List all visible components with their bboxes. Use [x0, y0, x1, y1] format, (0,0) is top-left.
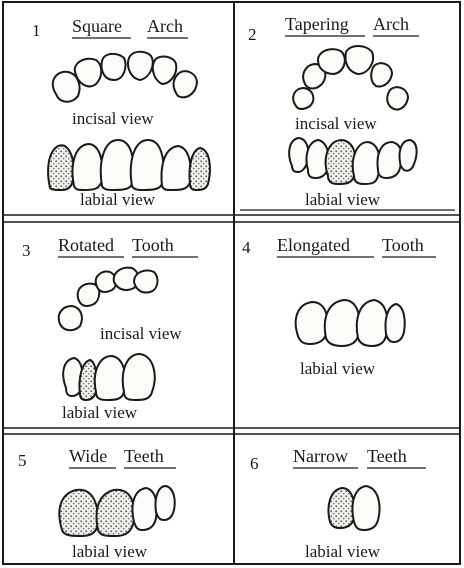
panel-rotated-tooth: 3 Rotated Tooth incisal view labial view	[22, 235, 198, 422]
incisal-view-label: incisal view	[72, 109, 154, 128]
labial-view-drawing	[63, 354, 155, 400]
panel-title-word: Elongated	[277, 235, 350, 255]
labial-view-label: labial view	[72, 542, 148, 561]
panel-title-word: Tooth	[382, 235, 424, 255]
labial-view-label: labial view	[305, 542, 381, 561]
incisal-view-label: incisal view	[100, 324, 182, 343]
labial-view-label: labial view	[80, 190, 156, 209]
panel-title-word: Narrow	[293, 446, 348, 466]
panel-number: 1	[32, 21, 41, 40]
labial-view-drawing	[289, 138, 417, 184]
panel-title-word: Square	[72, 16, 122, 36]
panel-number: 5	[18, 451, 27, 470]
panel-title-word: Teeth	[367, 446, 407, 466]
incisal-view-drawing	[53, 52, 197, 102]
panel-wide-teeth: 5 Wide Teeth labial view	[18, 446, 176, 561]
panel-elongated-tooth: 4 Elongated Tooth labial view	[242, 235, 436, 378]
labial-view-label: labial view	[300, 359, 376, 378]
panel-narrow-teeth: 6 Narrow Teeth labial view	[250, 446, 426, 561]
incisal-view-drawing	[59, 268, 158, 331]
labial-view-label: labial view	[305, 190, 381, 209]
incisal-view-drawing	[293, 46, 408, 110]
panel-number: 2	[248, 25, 257, 44]
panel-title-word: Tooth	[132, 235, 174, 255]
panel-title-word: Tapering	[285, 14, 349, 34]
panel-title-word: Arch	[373, 14, 409, 34]
panel-title-word: Teeth	[124, 446, 164, 466]
panel-tapering-arch: 2 Tapering Arch incisal view labial view	[240, 14, 455, 210]
panel-title-word: Arch	[147, 16, 183, 36]
labial-view-drawing	[329, 486, 380, 530]
labial-view-drawing	[48, 140, 210, 190]
incisal-view-label: incisal view	[295, 114, 377, 133]
panel-title-word: Rotated	[58, 235, 114, 255]
labial-view-drawing	[296, 300, 405, 346]
panel-title-word: Wide	[69, 446, 107, 466]
labial-view-drawing	[59, 486, 174, 536]
panel-square-arch: 1 Square Arch incisal view labial view	[32, 16, 210, 209]
panel-number: 3	[22, 241, 31, 260]
panel-number: 4	[242, 238, 251, 257]
panel-number: 6	[250, 454, 259, 473]
labial-view-label: labial view	[62, 403, 138, 422]
